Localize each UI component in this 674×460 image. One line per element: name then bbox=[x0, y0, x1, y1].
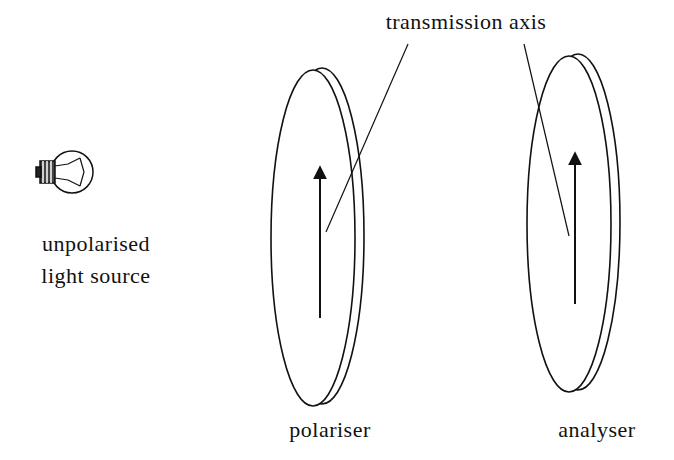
analyser-disc bbox=[527, 54, 620, 392]
source-label: unpolarised light source bbox=[26, 228, 166, 292]
part-label: polariser bbox=[289, 414, 370, 446]
polariser-disc bbox=[271, 68, 364, 406]
callout-label: transmission axis bbox=[386, 6, 547, 38]
part-label: analyser bbox=[558, 414, 635, 446]
leader-lines bbox=[326, 44, 569, 236]
light-bulb bbox=[36, 151, 93, 193]
